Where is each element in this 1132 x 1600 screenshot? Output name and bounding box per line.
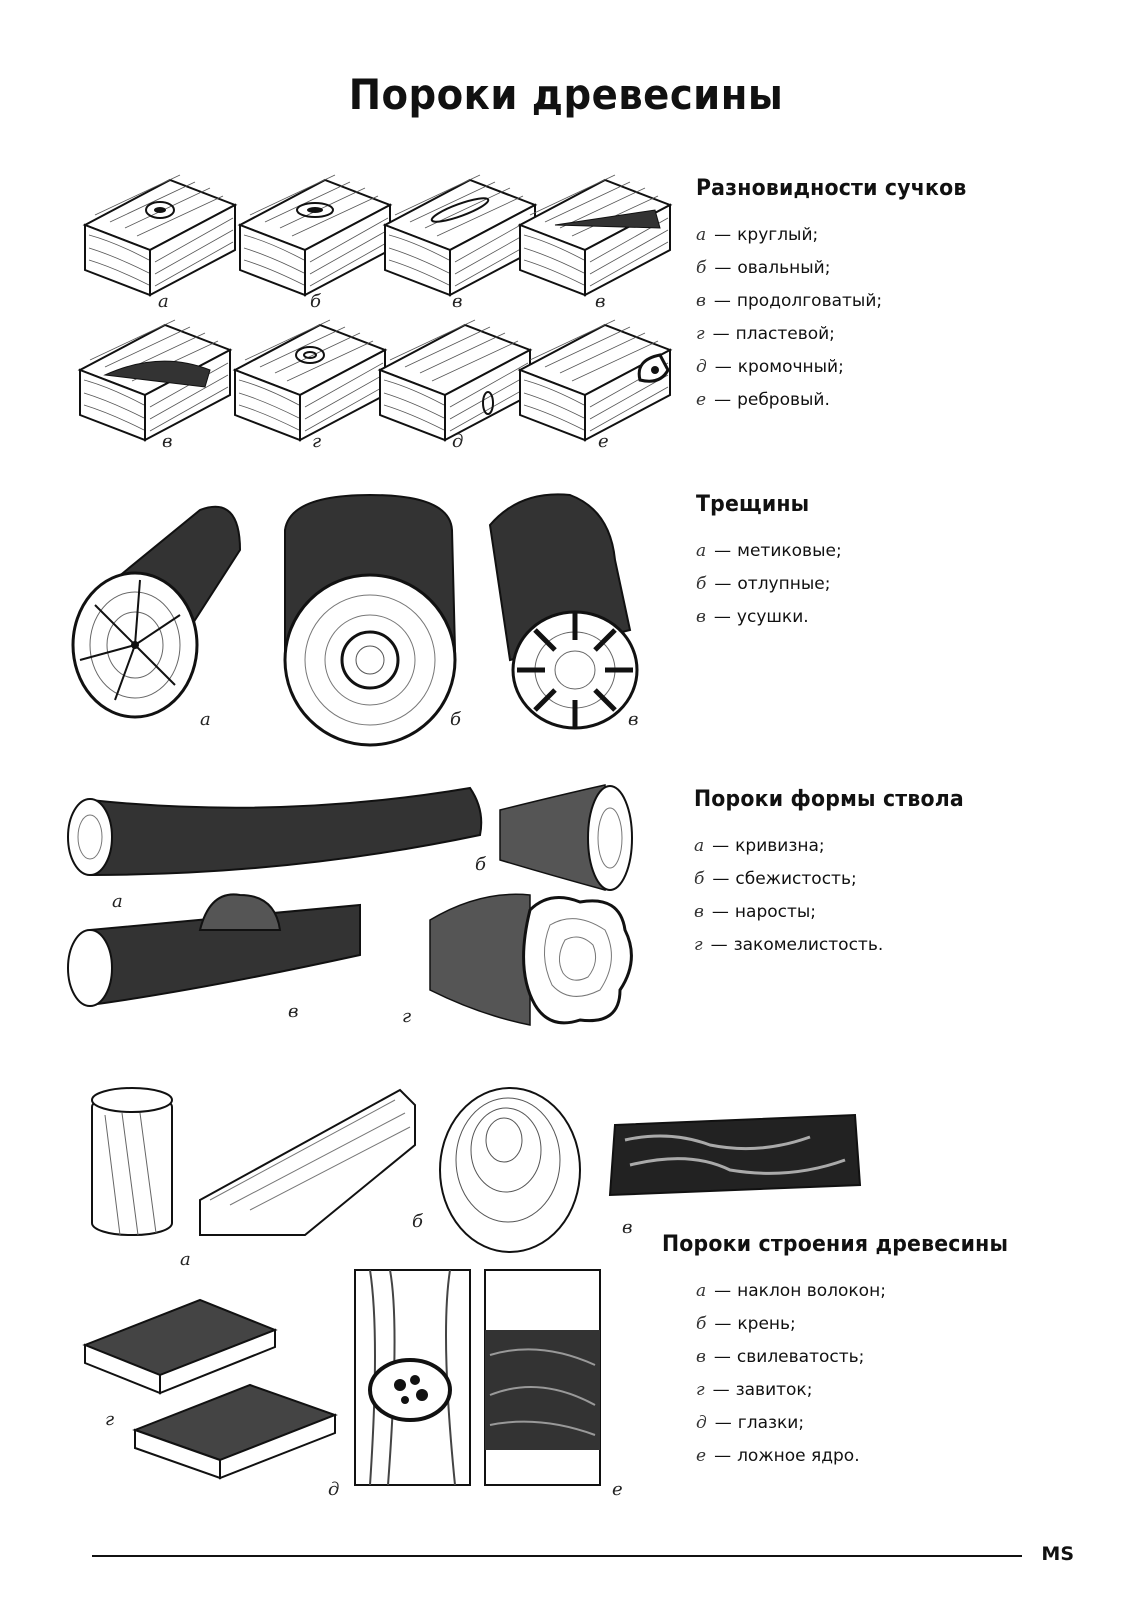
section-cracks: Трещины а—метиковые; б—отлупные; в—усушк… — [696, 492, 842, 634]
structure-label-b: б — [412, 1211, 424, 1232]
knot-label-v2: в — [595, 291, 605, 312]
curvature-figure — [67, 786, 483, 877]
list-item: в—продолговатый; — [696, 291, 883, 311]
curl-figure — [82, 1298, 338, 1480]
footer-logo: MS — [1041, 1543, 1074, 1565]
curly-grain-figure — [608, 1113, 862, 1197]
knot-label-v3: в — [162, 431, 172, 452]
crack-label-b: б — [450, 709, 462, 730]
compression-wood-figure — [439, 1087, 581, 1253]
butt-swell-figure — [429, 893, 633, 1026]
taper-figure — [499, 784, 633, 891]
crack-a-figure — [71, 505, 242, 719]
list-item: а—кривизна; — [694, 836, 825, 856]
knot-d-figure — [379, 319, 531, 441]
cracks-illustration: а б в — [71, 493, 639, 747]
knot-e-figure — [519, 319, 671, 441]
section-heading: Пороки строения древесины — [662, 1232, 1009, 1257]
crack-b-figure — [283, 493, 457, 747]
trunk-label-v: в — [288, 1001, 298, 1022]
trunk-defect-list: а—кривизна; б—сбежистость; в—наросты; г—… — [694, 830, 984, 962]
section-heading: Трещины — [696, 492, 810, 517]
knot-label-e: е — [598, 431, 609, 452]
knot-label-v: в — [452, 291, 462, 312]
knot-label-b: б — [310, 291, 322, 312]
trunk-label-b: б — [475, 854, 487, 875]
crack-v-figure — [488, 493, 639, 730]
knot-type-list: а—круглый; б—овальный; в—продолговатый; … — [696, 219, 987, 417]
section-heading: Разновидности сучков — [696, 176, 967, 201]
crack-label-v: в — [628, 709, 638, 730]
list-item: б—крень; — [696, 1314, 796, 1334]
list-item: в—свилеватость; — [696, 1347, 865, 1367]
knot-v-figure — [384, 174, 536, 296]
list-item: е—ложное ядро. — [696, 1446, 860, 1466]
structure-label-a: а — [180, 1249, 191, 1270]
page-title: Пороки древесины — [348, 70, 784, 119]
list-item: а—круглый; — [696, 225, 819, 245]
list-item: б—овальный; — [696, 258, 831, 278]
crack-label-a: а — [200, 709, 211, 730]
list-item: г—пластевой; — [696, 324, 835, 344]
structure-label-e: е — [612, 1479, 623, 1500]
crack-type-list: а—метиковые; б—отлупные; в—усушки. — [696, 535, 842, 634]
list-item: е—ребровый. — [696, 390, 830, 410]
list-item: а—метиковые; — [696, 541, 842, 561]
list-item: в—наросты; — [694, 902, 817, 922]
trunk-shape-illustration: а б в г — [67, 784, 633, 1027]
section-knot-types: Разновидности сучков а—круглый; б—овальн… — [696, 176, 987, 417]
structure-defect-list: а—наклон волокон; б—крень; в—свилеватост… — [696, 1275, 1034, 1473]
list-item: г—завиток; — [696, 1380, 813, 1400]
list-item: б—сбежистость; — [694, 869, 857, 889]
knot-g-figure — [234, 319, 386, 441]
section-trunk-shape: Пороки формы ствола а—кривизна; б—сбежис… — [694, 787, 984, 962]
knot-label-a: а — [158, 291, 169, 312]
structure-label-v: в — [622, 1217, 632, 1238]
list-item: г—закомелистость. — [694, 935, 884, 955]
knot-v2-figure — [519, 174, 671, 296]
knot-label-d: д — [452, 431, 463, 452]
knots-illustration: а б в в в г д е — [79, 174, 671, 452]
structure-label-d: д — [328, 1479, 339, 1500]
section-heading: Пороки формы ствола — [694, 787, 964, 812]
knot-v3-figure — [79, 319, 231, 441]
list-item: в—усушки. — [696, 607, 809, 627]
structure-label-g: г — [105, 1409, 114, 1430]
list-item: б—отлупные; — [696, 574, 831, 594]
knot-a-figure — [84, 174, 236, 296]
trunk-label-a: а — [112, 891, 123, 912]
grain-slope-figure — [91, 1087, 416, 1236]
pin-knots-figure — [354, 1269, 471, 1486]
footer-rule — [92, 1555, 1022, 1557]
trunk-label-g: г — [402, 1006, 411, 1027]
structure-illustration: а б в г д е — [82, 1087, 862, 1500]
list-item: д—кромочный; — [696, 357, 844, 377]
list-item: а—наклон волокон; — [696, 1281, 886, 1301]
list-item: д—глазки; — [696, 1413, 805, 1433]
knot-b-figure — [239, 174, 391, 296]
burl-figure — [67, 893, 361, 1007]
section-structure: Пороки строения древесины а—наклон волок… — [662, 1232, 1034, 1473]
false-heart-figure — [484, 1269, 601, 1486]
knot-label-g: г — [312, 431, 321, 452]
